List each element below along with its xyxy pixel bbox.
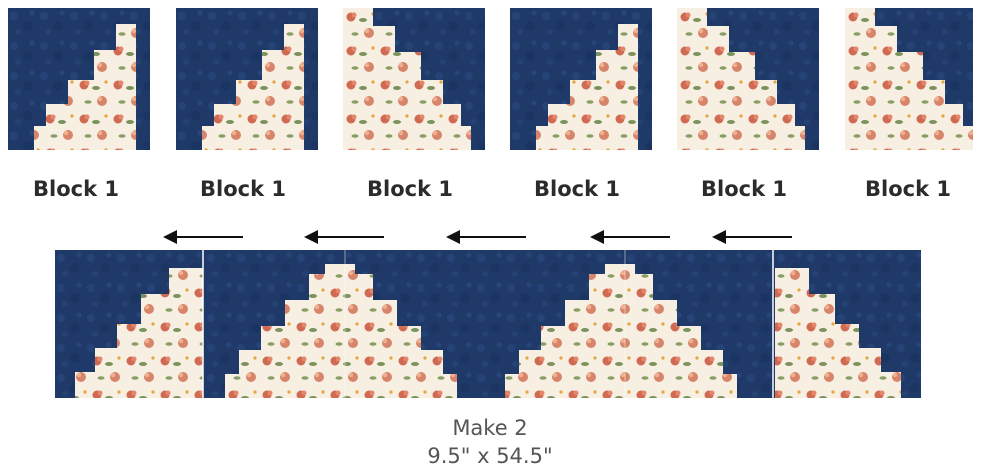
arrow-left-icon: [304, 230, 384, 244]
block-label: Block 1: [865, 177, 951, 201]
quilt-block-3: [343, 8, 485, 150]
block-label: Block 1: [701, 177, 787, 201]
block-label: Block 1: [200, 177, 286, 201]
assembled-border-strip: [55, 250, 921, 398]
arrow-left-icon: [163, 230, 243, 244]
make-count-caption: Make 2: [452, 416, 528, 440]
quilt-block-2: [176, 8, 318, 150]
quilt-block-4: [510, 8, 652, 150]
quilt-block-1: [8, 8, 150, 150]
dimensions-caption: 9.5" x 54.5": [427, 444, 553, 468]
block-label: Block 1: [534, 177, 620, 201]
quilt-block-6: [845, 8, 973, 150]
arrow-left-icon: [446, 230, 526, 244]
arrow-left-icon: [590, 230, 670, 244]
arrow-left-icon: [712, 230, 792, 244]
quilt-block-5: [677, 8, 819, 150]
block-label: Block 1: [367, 177, 453, 201]
block-label: Block 1: [33, 177, 119, 201]
